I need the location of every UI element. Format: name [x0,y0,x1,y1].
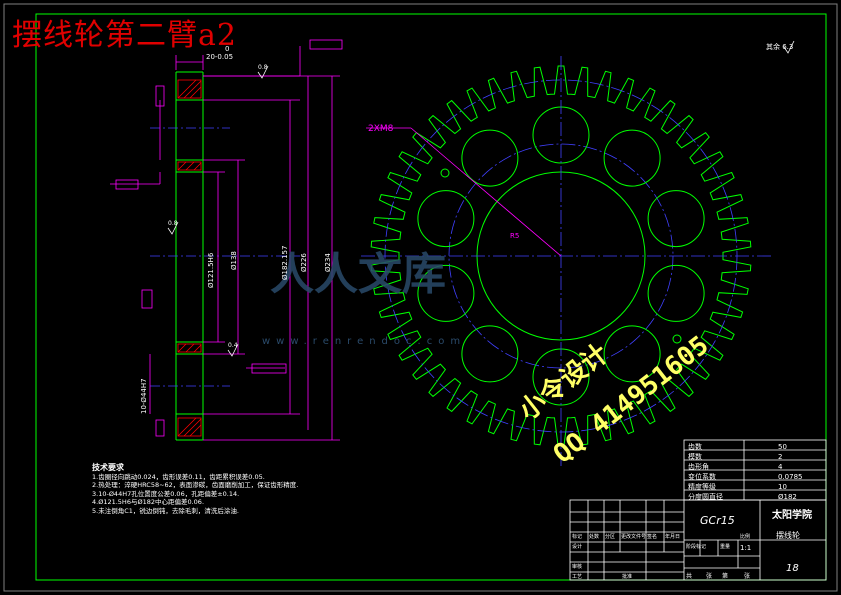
pin-hole [461,129,519,187]
threaded-hole [440,168,450,178]
pin-hole [647,190,705,248]
param-value: 50 [778,443,787,451]
param-label: 模数 [688,453,702,461]
tb-label-doc: 更改文件号 [621,534,647,540]
param-value: Ø182 [778,493,797,501]
tech-note: 2.热处理：淬硬HRC58~62，表面渗碳，齿面磨削加工，保证齿形精度. [92,481,299,489]
part-name: 摆线轮 [776,531,800,540]
dim-dia-121: Ø121.5H6 [207,252,215,288]
dimension-lines [110,46,340,441]
gear-front-view [361,56,771,466]
finish-mid: 0.8 [168,220,178,227]
dim-dia-226: Ø226 [300,253,308,272]
dim-dia-182: Ø182.157 [281,245,289,280]
outer-frame [3,3,838,592]
watermark-url: www.renrendoc.com [262,336,467,347]
tech-notes-heading: 技术要求 [92,463,124,472]
param-value: 10 [778,483,787,491]
dim-thickness-tol: 0 [225,45,230,53]
pin-hole [461,325,519,383]
tech-note: 4.Ø121.5H6与Ø182中心距偏差0.06. [92,498,205,506]
finish-low: 0.4 [228,342,238,349]
dim-holes: 10-Ø44H7 [140,378,148,414]
tech-note: 3.10-Ø44H7孔位置度公差0.06，孔距偏差±0.14. [92,489,240,498]
school-name: 太阳学院 [772,510,812,521]
tb-label-design: 设计 [572,544,583,550]
dim-angle: R5 [510,232,520,240]
tb-label-review: 审核 [572,564,583,570]
tb-label-mark: 标记 [572,534,583,540]
material: GCr15 [700,514,735,527]
tolerance-frames [115,39,343,437]
tech-notes: 技术要求 1.齿圈径向跳动0.024，齿形误差0.11，齿距累积误差0.05. … [92,463,299,515]
dim-dia-234: Ø234 [324,253,332,272]
tb-label-process: 工艺 [572,574,583,580]
section-centerlines [150,127,300,387]
param-table [683,439,827,501]
tech-note: 1.齿圈径向跳动0.024，齿形误差0.11，齿距累积误差0.05. [92,472,265,481]
pin-hole [603,129,661,187]
finish-symbols [167,40,795,357]
dim-dia-138: Ø138 [230,251,238,270]
threaded-hole [672,334,682,344]
tb-label-count: 处数 [589,534,600,540]
tb-label-approve: 批准 [622,574,633,580]
tb-label-date: 年月日 [665,534,681,540]
pin-hole [417,190,475,248]
tb-scale-label: 比例 [740,534,751,540]
sheet-number: 18 [786,563,799,574]
scale: 1:1 [740,544,752,552]
finish-top: 0.8 [258,64,268,71]
gear-teeth [370,65,752,447]
tb-stage-label: 阶段标记 [686,544,707,550]
drawing-title: 摆线轮第二臂a2 [12,18,237,53]
pin-hole [603,325,661,383]
tech-note: 5.未注倒角C1，锐边倒钝，去除毛刺，清洗后涂油. [92,506,239,515]
watermark-brand: 人人文库 [270,249,446,300]
tb-label-zone: 分区 [605,534,616,540]
pin-hole [417,264,475,322]
tb-weight-label: 重量 [720,544,731,550]
title-block [569,499,827,581]
param-label: 分度圆直径 [688,493,723,501]
gear-tooth-profile [370,65,752,447]
leader-2xm8 [438,151,562,257]
finish-other: 其余 6.3 [766,43,794,51]
tb-sheet-unit: 张 [706,573,713,580]
param-value: 0.0785 [778,473,803,481]
param-labels: 齿数 模数 齿形角 变位系数 精度等级 分度圆直径 [688,442,723,502]
tb-sheet-total: 共 [686,573,693,580]
param-values: 50 2 4 0.0785 10 Ø182 [778,442,803,502]
param-label: 精度等级 [688,483,716,491]
tb-label-sign: 签名 [647,534,658,540]
section-hatch [177,79,202,437]
pin-hole [647,264,705,322]
tb-sheet-unit-2: 张 [744,573,751,580]
tb-sheet-no: 第 [722,573,729,580]
param-label: 齿形角 [688,463,709,471]
param-label: 齿数 [688,443,702,451]
dim-pin-label: 2XM8 [368,124,394,134]
param-value: 4 [778,463,783,471]
param-label: 变位系数 [688,473,716,481]
dim-thickness: 20-0.05 [206,53,234,61]
drawing-border [35,13,827,581]
param-value: 2 [778,453,783,461]
